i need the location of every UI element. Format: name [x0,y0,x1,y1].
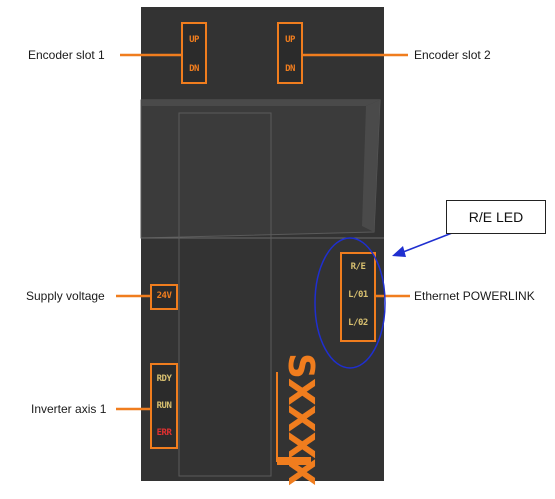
re-led-callout: R/E LED [446,200,546,234]
inverter-led-err: ERR [156,428,172,438]
inverter-led-rdy: RDY [156,374,172,384]
encoder1-led-up: UP [189,35,199,45]
inverter-led-run: RUN [156,401,172,411]
angled-panel-edge [362,100,380,232]
product-logo: SXXXX [280,353,321,485]
encoder2-led-dn: DN [285,64,295,74]
angled-panel-shade [141,100,380,106]
inverter-led-frame [150,363,178,449]
supply-led-24v: 24V [156,291,172,301]
highlight-ellipse [314,237,386,369]
network-led-l02: L/02 [348,318,368,328]
logo-frame [276,372,278,462]
label-inverter-axis-1: Inverter axis 1 [31,402,107,416]
inner-slot [178,112,272,477]
callout-arrowhead [392,246,406,257]
network-led-re: R/E [350,262,366,272]
logo-bar [277,457,311,465]
angled-panel [140,99,381,239]
device-body [141,7,384,481]
encoder1-led-frame [181,22,207,84]
network-led-frame [340,252,376,342]
encoder2-led-up: UP [285,35,295,45]
encoder2-led-frame [277,22,303,84]
encoder1-led-dn: DN [189,64,199,74]
label-ethernet-powerlink: Ethernet POWERLINK [414,289,535,303]
network-led-l01: L/01 [348,290,368,300]
label-encoder-slot-2: Encoder slot 2 [414,48,491,62]
label-supply-voltage: Supply voltage [26,289,105,303]
label-encoder-slot-1: Encoder slot 1 [28,48,105,62]
